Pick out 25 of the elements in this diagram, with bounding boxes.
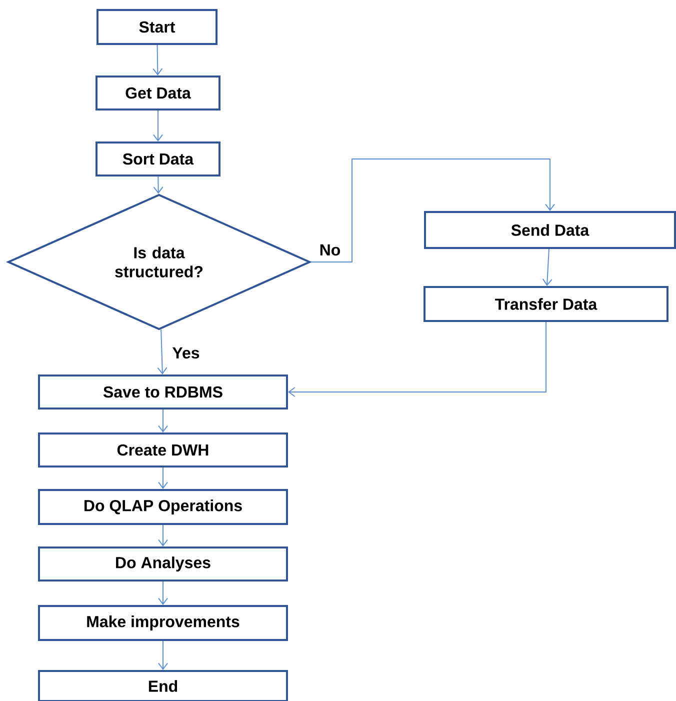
arrow [153,176,164,194]
process-box: Transfer Data [424,286,668,322]
edge-label: Yes [171,346,201,360]
arrow [158,640,168,670]
arrow [157,329,168,374]
process-box: Start [96,9,218,45]
edge-label: No [318,243,342,257]
arrow [152,44,163,76]
arrow [310,158,555,262]
process-box: Make improvements [38,605,288,641]
process-box: Get Data [96,76,220,110]
arrow [158,581,168,605]
arrow [288,322,546,397]
process-box: End [38,670,288,701]
process-box: Do Analyses [38,546,288,582]
process-box: Sort Data [96,142,220,176]
arrow [158,467,168,489]
arrow [153,110,163,142]
process-box: Create DWH [38,432,288,468]
process-box: Do QLAP Operations [38,489,288,525]
arrow [542,248,552,286]
process-box: Send Data [424,211,676,249]
arrow [158,524,168,546]
process-box: Save to RDBMS [38,374,288,410]
arrow [158,409,168,432]
